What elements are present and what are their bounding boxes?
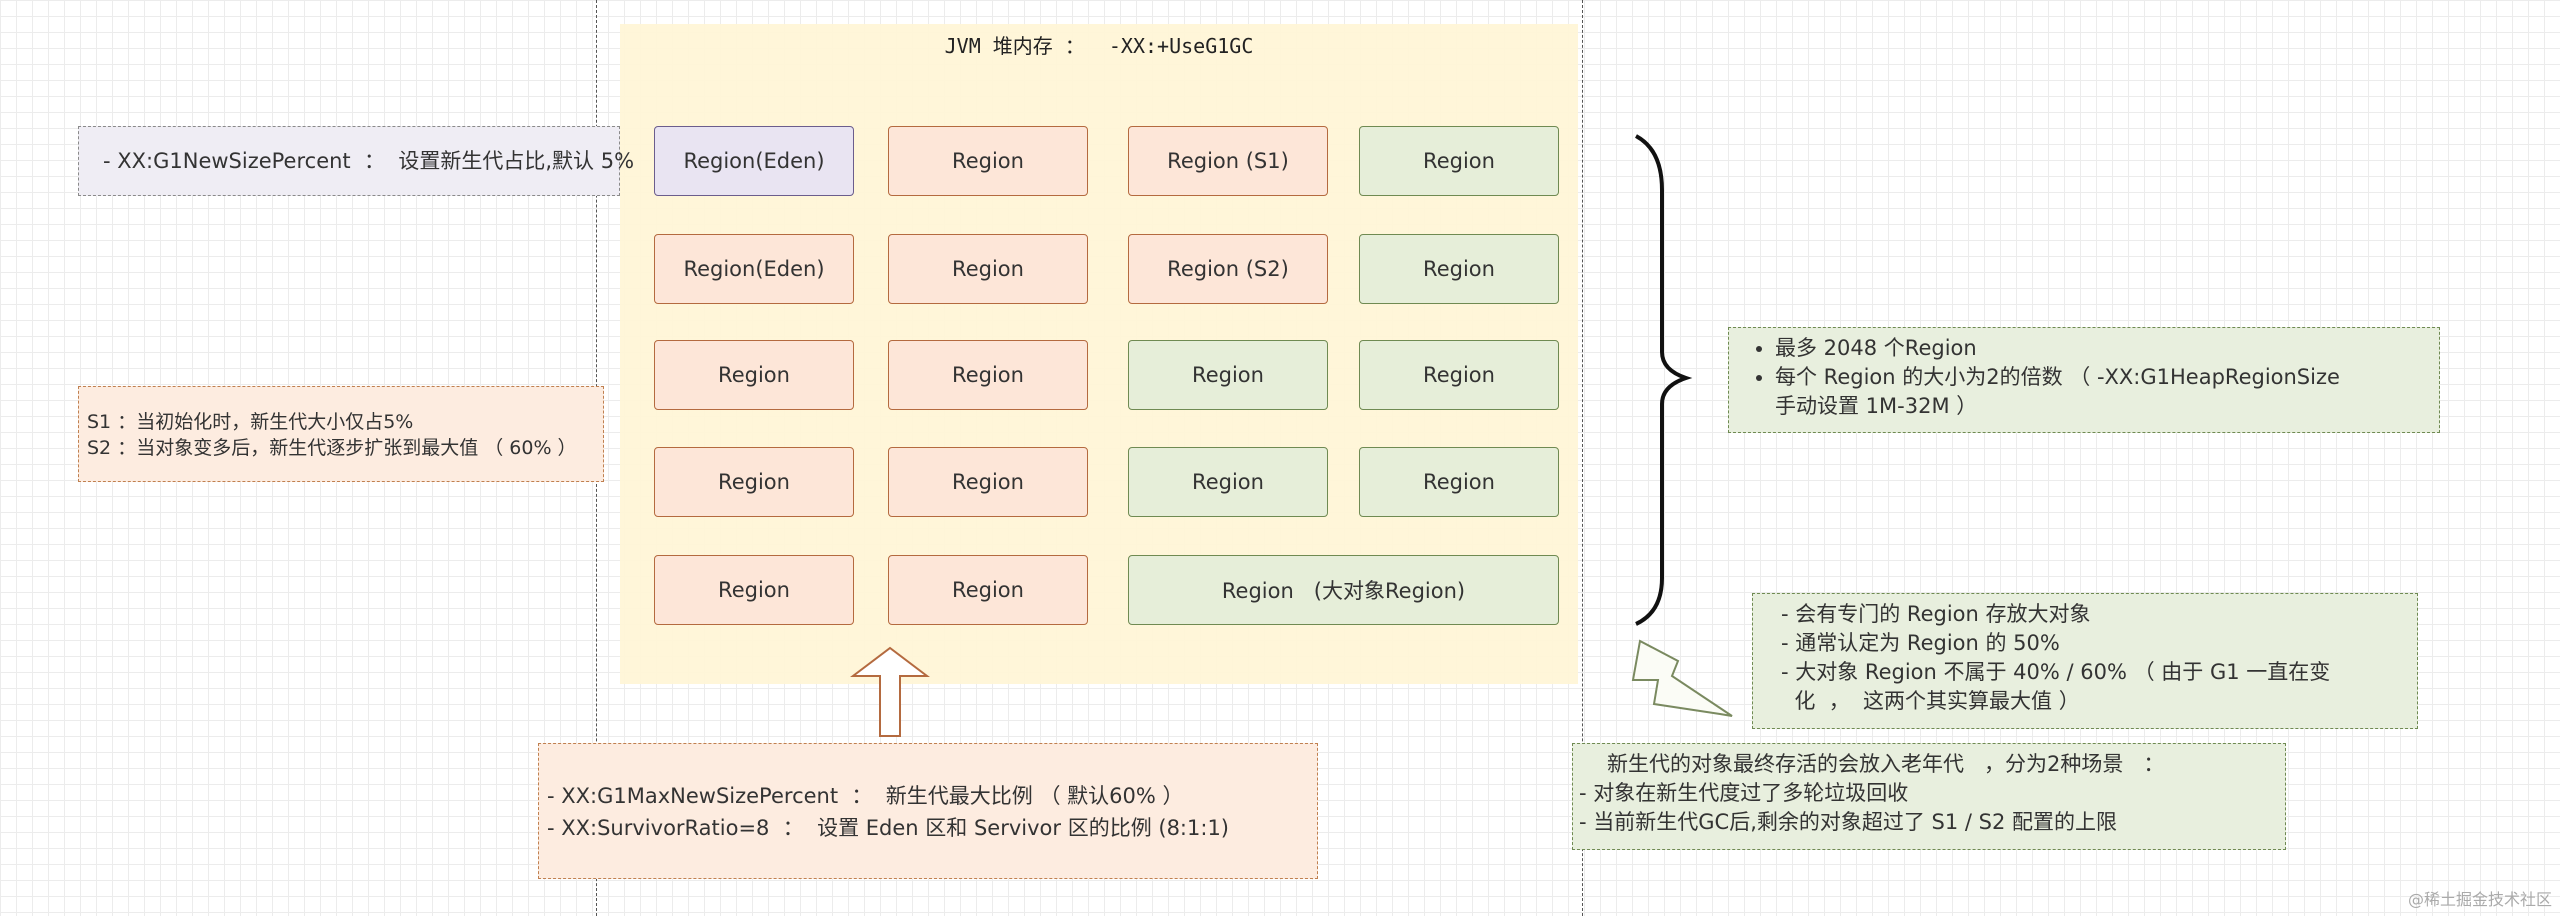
- note-old-gen-line2: - 对象在新生代度过了多轮垃圾回收: [1579, 781, 1909, 805]
- region-r4c3: Region: [1128, 447, 1328, 517]
- note-old-gen-line1: 新生代的对象最终存活的会放入老年代 ，分为2种场景 ：: [1607, 752, 2165, 776]
- up-arrow-icon: [850, 646, 930, 737]
- note-old-gen: 新生代的对象最终存活的会放入老年代 ，分为2种场景 ： - 对象在新生代度过了多…: [1572, 743, 2286, 850]
- region-r1c2: Region: [888, 126, 1088, 196]
- note-survivor-s2: S2 ：当对象变多后，新生代逐步扩张到最大值 （ 60% ）: [87, 437, 577, 459]
- note-max-new-size: - XX:G1MaxNewSizePercent ： 新生代最大比例 （ 默认6…: [538, 743, 1318, 879]
- region-r4c1: Region: [654, 447, 854, 517]
- note-humongous-line3: - 大对象 Region 不属于 40% / 60% （ 由于 G1 一直在变: [1781, 660, 2331, 684]
- region-r4c2: Region: [888, 447, 1088, 517]
- note-survivor-s1: S1 ：当初始化时，新生代大小仅占5%: [87, 411, 414, 433]
- heap-title: JVM 堆内存 ： -XX:+UseG1GC: [944, 34, 1254, 58]
- note-humongous-line4: 化 ， 这两个其实算最大值 ）: [1781, 689, 2080, 713]
- note-max-new-line1: - XX:G1MaxNewSizePercent ： 新生代最大比例 （ 默认6…: [547, 784, 1184, 808]
- note-new-size-text: - XX:G1NewSizePercent ： 设置新生代占比,默认 5%: [103, 148, 635, 173]
- region-r2c4: Region: [1359, 234, 1559, 304]
- region-r1c3: Region (S1): [1128, 126, 1328, 196]
- note-humongous-line2: - 通常认定为 Region 的 50%: [1781, 631, 2060, 655]
- note-region-size-rule: 每个 Region 的大小为2的倍数 （ -XX:G1HeapRegionSiz…: [1775, 363, 2431, 421]
- region-r4c4: Region: [1359, 447, 1559, 517]
- region-r3c1: Region: [654, 340, 854, 410]
- note-new-size-percent: - XX:G1NewSizePercent ： 设置新生代占比,默认 5%: [78, 126, 634, 196]
- note-region-size: 最多 2048 个Region 每个 Region 的大小为2的倍数 （ -XX…: [1728, 327, 2440, 433]
- note-humongous-line1: - 会有专门的 Region 存放大对象: [1781, 602, 2091, 626]
- note-humongous: - 会有专门的 Region 存放大对象 - 通常认定为 Region 的 50…: [1752, 593, 2418, 729]
- region-r1c1: Region(Eden): [654, 126, 854, 196]
- region-r2c2: Region: [888, 234, 1088, 304]
- region-humongous: Region (大对象Region): [1128, 555, 1559, 625]
- right-brace: [1634, 134, 1693, 626]
- region-r5c2: Region: [888, 555, 1088, 625]
- region-r2c1: Region(Eden): [654, 234, 854, 304]
- watermark: @稀土掘金技术社区: [2407, 890, 2552, 909]
- region-r3c3: Region: [1128, 340, 1328, 410]
- region-r2c3: Region (S2): [1128, 234, 1328, 304]
- region-r1c4: Region: [1359, 126, 1559, 196]
- note-old-gen-line3: - 当前新生代GC后,剩余的对象超过了 S1 / S2 配置的上限: [1579, 810, 2118, 834]
- region-r3c2: Region: [888, 340, 1088, 410]
- note-max-new-line2: - XX:SurvivorRatio=8 ： 设置 Eden 区和 Serviv…: [547, 816, 1229, 840]
- note-survivor: S1 ：当初始化时，新生代大小仅占5% S2 ：当对象变多后，新生代逐步扩张到最…: [78, 386, 604, 482]
- diagonal-arrow-icon: [1631, 639, 1733, 717]
- divider-right: [1582, 0, 1583, 916]
- region-r3c4: Region: [1359, 340, 1559, 410]
- note-region-max-count: 最多 2048 个Region: [1775, 334, 2431, 363]
- region-r5c1: Region: [654, 555, 854, 625]
